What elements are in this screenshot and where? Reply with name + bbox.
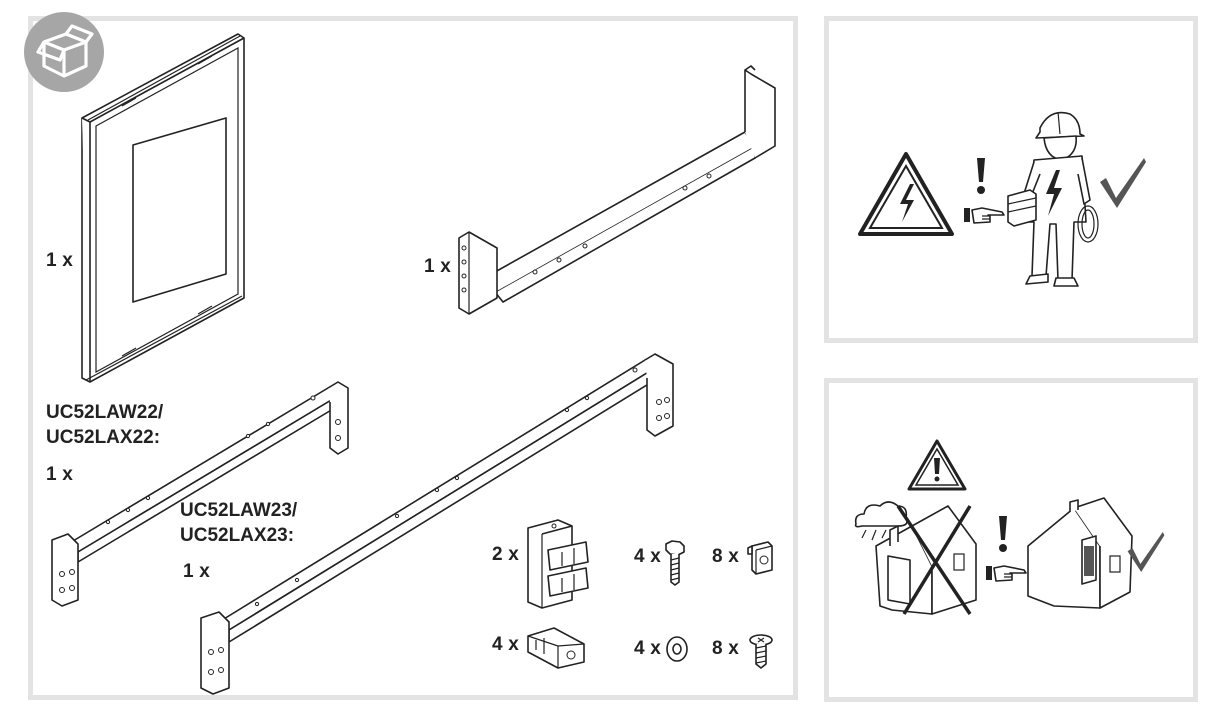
- model-group-b: UC52LAW23/ UC52LAX23:: [180, 498, 297, 548]
- din-clip-icon: [527, 519, 589, 609]
- pointing-hand-icon-2: [986, 565, 1027, 582]
- washer-quantity: 4 x: [634, 638, 662, 659]
- nut-plug-icon: [527, 627, 585, 669]
- model-a-x: UC52LAX22:: [46, 427, 161, 448]
- bolt-quantity: 4 x: [634, 546, 662, 567]
- electrical-hazard-icon: [858, 152, 954, 236]
- electrician-warning-panel: [824, 16, 1198, 343]
- rail-quantity: 1 x: [424, 256, 452, 277]
- mounting-rail-illustration: [458, 65, 776, 315]
- washer-icon: [666, 636, 688, 662]
- exclamation-icon-2: [999, 516, 1007, 552]
- cage-nut-icon: [747, 541, 773, 575]
- outdoor-house-crossed-icon: [854, 501, 977, 615]
- model-b-x: UC52LAX23:: [180, 525, 295, 546]
- indoor-installation-icon: [1027, 497, 1133, 609]
- qualified-electrician-icon: [1007, 111, 1099, 287]
- bolt-icon: [665, 540, 685, 586]
- screw-icon: [749, 634, 773, 669]
- model-b-w: UC52LAW23/: [180, 500, 298, 521]
- cage-nut-quantity: 8 x: [712, 546, 740, 567]
- approved-check-icon: [1100, 158, 1146, 208]
- crossbar-long-quantity: 1 x: [183, 561, 211, 582]
- crossbar-long-illustration: [200, 353, 674, 695]
- model-group-a: UC52LAW22/ UC52LAX22:: [46, 400, 163, 450]
- pointing-hand-icon: [964, 207, 1005, 224]
- clip-quantity: 2 x: [492, 544, 520, 565]
- approved-check-icon-2: [1127, 532, 1165, 572]
- exclamation-icon: [977, 158, 985, 194]
- enclosure-door-illustration: [81, 33, 245, 383]
- general-warning-icon: [907, 439, 967, 491]
- plug-quantity: 4 x: [492, 634, 520, 655]
- model-a-w: UC52LAW22/: [46, 402, 164, 423]
- screw-quantity: 8 x: [712, 638, 740, 659]
- package-box-icon: [24, 12, 104, 92]
- enclosure-quantity: 1 x: [46, 250, 74, 271]
- crossbar-short-illustration: [51, 381, 349, 607]
- crossbar-short-quantity: 1 x: [46, 464, 74, 485]
